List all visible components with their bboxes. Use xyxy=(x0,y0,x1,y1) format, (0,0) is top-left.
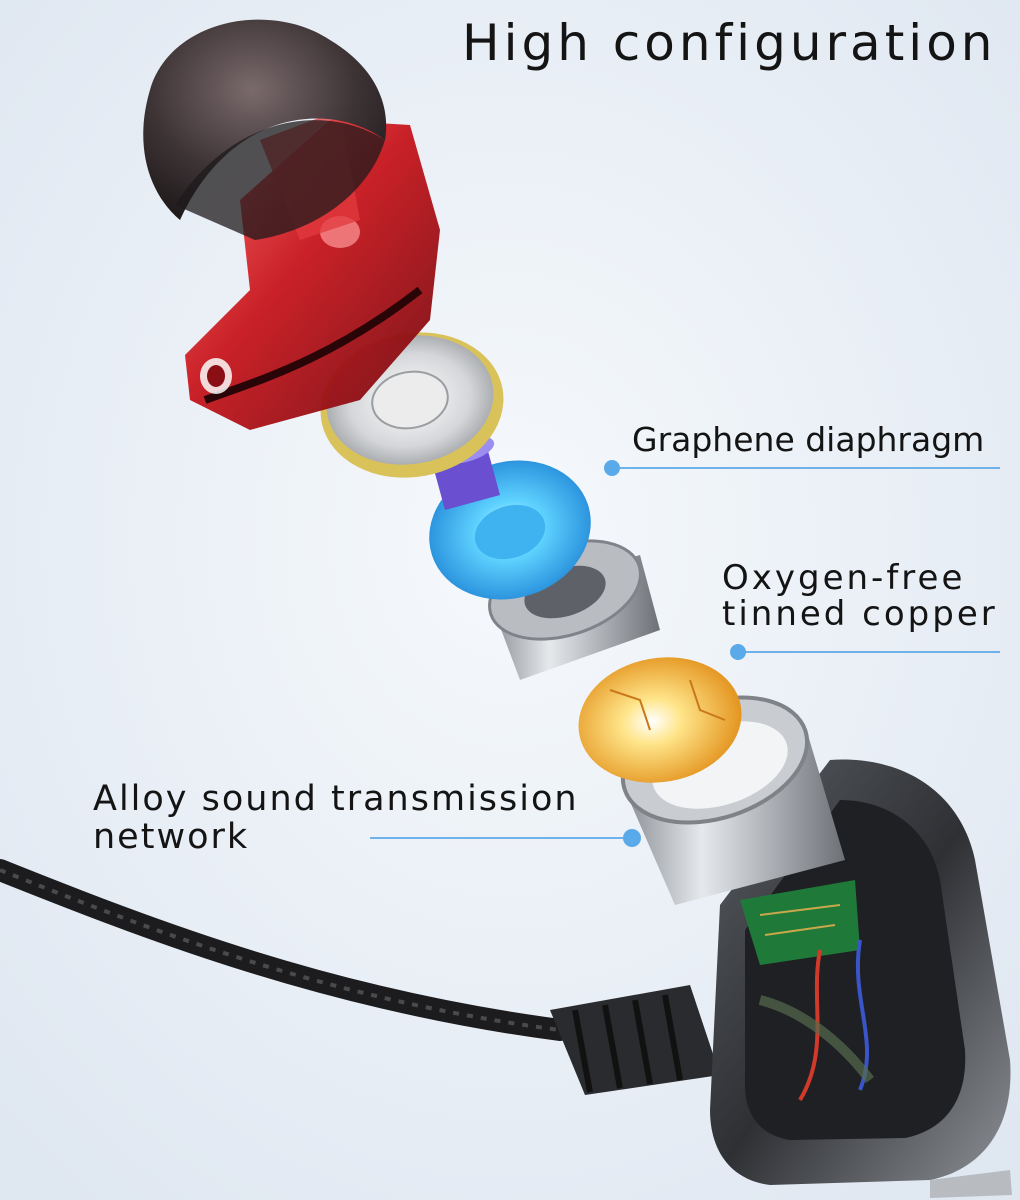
callout-alloy xyxy=(370,829,641,847)
cable xyxy=(0,859,571,1041)
copper-label-line-1: Oxygen-free xyxy=(722,558,966,598)
silicone-ear-tip xyxy=(143,19,387,240)
oxygen-free-copper-label: Oxygen-free tinned copper xyxy=(722,560,998,632)
silver-ring xyxy=(488,539,660,680)
cable-strain-relief xyxy=(550,985,720,1095)
page-title: High configuration xyxy=(462,14,997,72)
copper-label-line-2: tinned copper xyxy=(722,594,998,634)
alloy-network-label: Alloy sound transmission network xyxy=(93,780,579,856)
amber-copper-ring xyxy=(578,657,742,783)
callout-graphene xyxy=(604,460,1000,476)
alloy-label-line-1: Alloy sound transmission xyxy=(93,779,579,819)
alloy-label-line-2: network xyxy=(93,817,250,857)
callout-copper xyxy=(730,644,1000,660)
graphene-diaphragm-label: Graphene diaphragm xyxy=(632,420,985,459)
